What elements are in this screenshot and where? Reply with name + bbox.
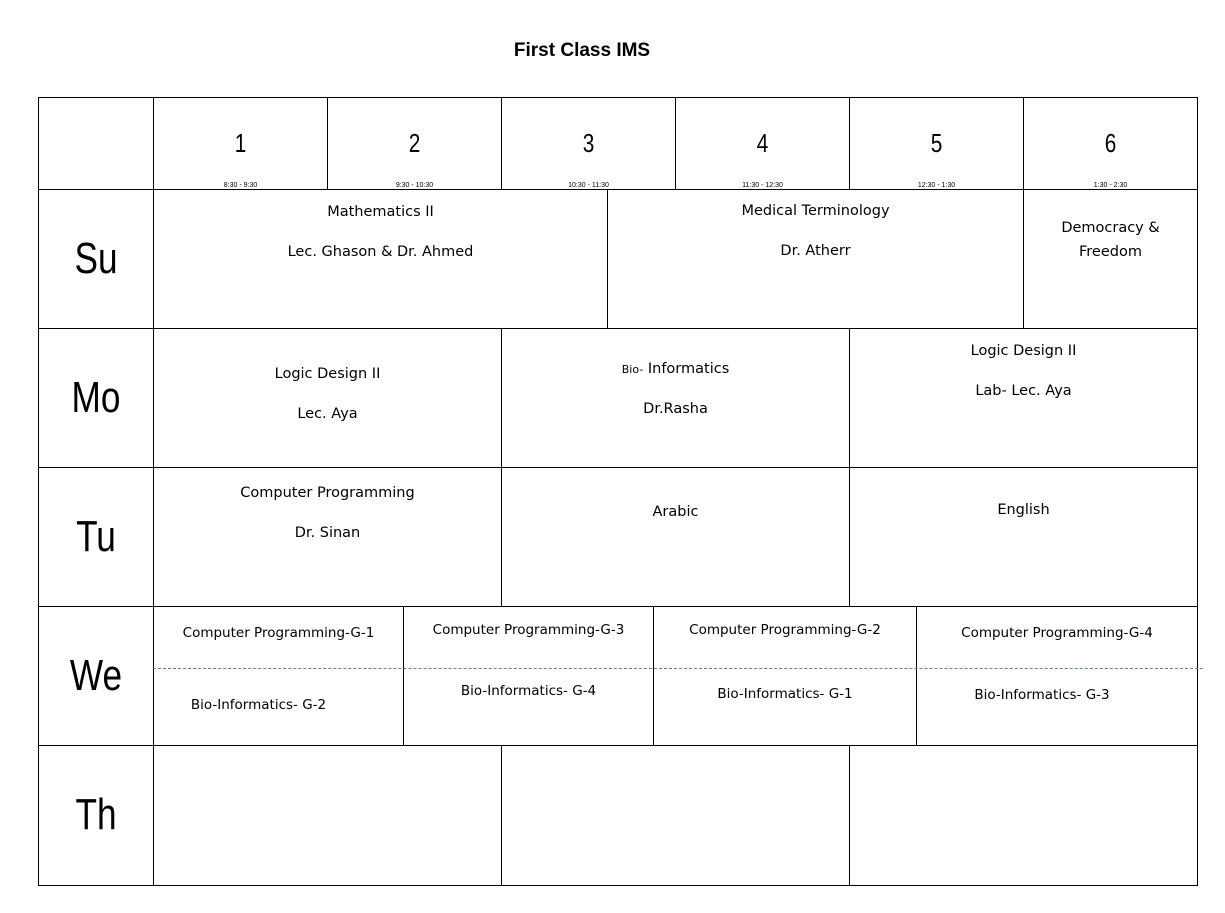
subject: Computer Programming: [240, 485, 415, 501]
thursday-slot-3: [849, 745, 1198, 886]
period-6: 6 1:30 - 2:30: [1023, 97, 1198, 190]
subject-prefix: Bio-: [621, 363, 644, 376]
day-thursday: Th: [38, 745, 154, 886]
period-time: 8:30 - 9:30: [223, 182, 258, 189]
subject: Logic Design II: [970, 343, 1077, 359]
period-1: 1 8:30 - 9:30: [153, 97, 328, 190]
day-label: Th: [75, 790, 117, 839]
class-arabic: Arabic: [501, 467, 850, 607]
subject-top: Computer Programming-G-4: [961, 625, 1153, 641]
period-time: 9:30 - 10:30: [395, 182, 434, 189]
class-mathematics: Mathematics II Lec. Ghason & Dr. Ahmed: [153, 189, 608, 329]
class-computer-programming: Computer Programming Dr. Sinan: [153, 467, 502, 607]
day-monday: Mo: [38, 328, 154, 468]
subject-bottom: Bio-Informatics- G-1: [717, 686, 853, 702]
period-number: 6: [1104, 128, 1117, 158]
class-logic-design: Logic Design II Lec. Aya: [153, 328, 502, 468]
thursday-slot-1: [153, 745, 502, 886]
period-number: 4: [756, 128, 769, 158]
subject: Logic Design II: [274, 366, 381, 382]
period-time: 1:30 - 2:30: [1093, 182, 1128, 189]
period-number: 2: [408, 128, 421, 158]
class-english: English: [849, 467, 1198, 607]
teacher: Lab- Lec. Aya: [975, 383, 1072, 399]
subject-top: Computer Programming-G-2: [689, 622, 881, 638]
subject: English: [997, 502, 1050, 518]
class-medical-terminology: Medical Terminology Dr. Atherr: [607, 189, 1024, 329]
teacher: Dr. Sinan: [294, 525, 361, 541]
period-2: 2 9:30 - 10:30: [327, 97, 502, 190]
period-5: 5 12:30 - 1:30: [849, 97, 1024, 190]
class-bioinformatics: Bio- Informatics Dr.Rasha: [501, 328, 850, 468]
class-group-slot-1: Computer Programming-G-1 Bio-Informatics…: [153, 606, 404, 746]
page-title: First Class IMS: [513, 40, 651, 61]
period-4: 4 11:30 - 12:30: [675, 97, 850, 190]
day-label: Tu: [76, 512, 116, 561]
teacher: Dr. Atherr: [780, 243, 851, 259]
subject: Medical Terminology: [741, 203, 890, 219]
subject-line: Freedom: [1079, 244, 1142, 260]
subject: Arabic: [652, 504, 699, 520]
subject-top: Computer Programming-G-3: [432, 622, 625, 638]
period-number: 3: [582, 128, 595, 158]
subject-bottom: Bio-Informatics- G-3: [974, 687, 1110, 703]
period-time: 10:30 - 11:30: [568, 182, 609, 189]
period-time: 12:30 - 1:30: [917, 182, 956, 189]
teacher: Lec. Aya: [297, 406, 358, 422]
day-label: Mo: [71, 373, 121, 422]
period-time: 11:30 - 12:30: [742, 182, 783, 189]
subject-line: Democracy &: [1061, 220, 1160, 236]
teacher: Dr.Rasha: [643, 401, 708, 417]
day-sunday: Su: [38, 189, 154, 329]
period-number: 5: [930, 128, 943, 158]
subject: Mathematics II: [327, 204, 434, 220]
subject-bottom: Bio-Informatics- G-4: [460, 683, 597, 699]
period-3: 3 10:30 - 11:30: [501, 97, 676, 190]
period-number: 1: [234, 128, 247, 158]
class-group-slot-4: Computer Programming-G-4 Bio-Informatics…: [916, 606, 1198, 746]
day-label: We: [69, 651, 123, 700]
day-wednesday: We: [38, 606, 154, 746]
subject-top: Computer Programming-G-1: [182, 625, 375, 641]
subject-name: Informatics: [643, 361, 730, 377]
teacher: Lec. Ghason & Dr. Ahmed: [287, 244, 474, 260]
class-democracy: Democracy & Freedom: [1023, 189, 1198, 329]
day-label: Su: [74, 234, 118, 283]
group-divider: [153, 668, 1203, 669]
subject: Bio- Informatics: [502, 361, 849, 377]
class-group-slot-3: Computer Programming-G-2 Bio-Informatics…: [653, 606, 917, 746]
class-group-slot-2: Computer Programming-G-3 Bio-Informatics…: [403, 606, 654, 746]
thursday-slot-2: [501, 745, 850, 886]
day-tuesday: Tu: [38, 467, 154, 607]
subject-bottom: Bio-Informatics- G-2: [190, 697, 327, 713]
header-corner: [38, 97, 154, 190]
class-logic-design-lab: Logic Design II Lab- Lec. Aya: [849, 328, 1198, 468]
